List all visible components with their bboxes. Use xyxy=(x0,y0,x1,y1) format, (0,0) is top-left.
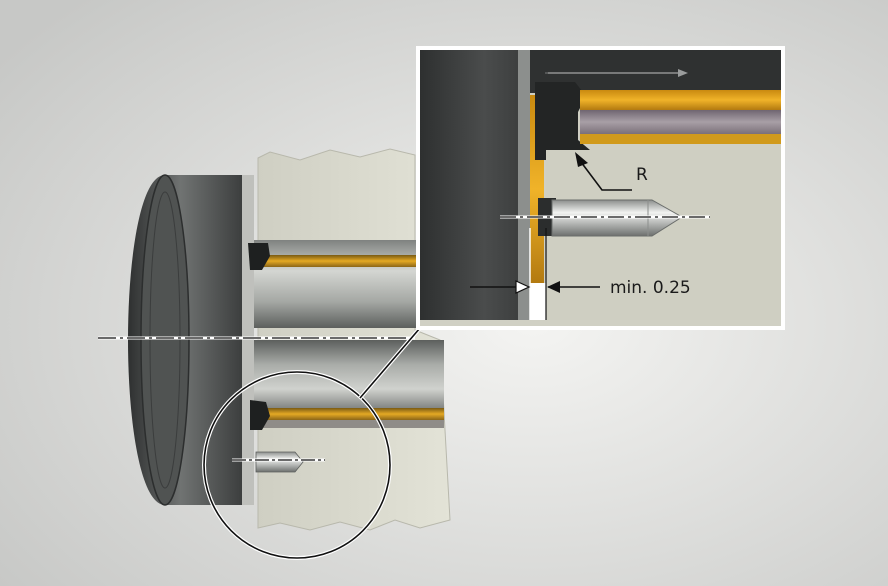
inset-band-mauve xyxy=(580,110,783,134)
inset-border xyxy=(416,46,785,330)
seal-band-lower xyxy=(258,408,444,420)
clearance-label: min. 0.25 xyxy=(610,278,691,298)
seal-lip-upper xyxy=(248,243,270,270)
clearance-arrow-right-head xyxy=(547,281,560,293)
inset-seal-lip xyxy=(535,82,590,160)
inset-band-orange-lower xyxy=(580,134,783,144)
detail-circle xyxy=(203,371,391,559)
shaft-lower xyxy=(254,340,444,410)
seal-band-upper xyxy=(258,255,416,267)
guide-pin xyxy=(255,451,304,473)
seal-lip-lower xyxy=(250,400,270,430)
roller-end-face xyxy=(140,174,190,506)
flange-face xyxy=(242,175,254,505)
roller-end-ring xyxy=(149,191,181,489)
radius-arrowhead xyxy=(575,152,588,167)
inset-top-arrow-head xyxy=(678,69,688,77)
inset-flange xyxy=(518,48,530,320)
shaft-upper xyxy=(254,240,416,328)
detail-leader xyxy=(359,327,421,399)
seal-band-lower-edge xyxy=(258,420,444,428)
clearance-arrow-left-head xyxy=(515,280,531,294)
radius-leader xyxy=(577,157,632,191)
radius-label: R xyxy=(636,165,648,185)
inset-gap xyxy=(530,283,546,320)
inset-roller-block xyxy=(418,48,528,320)
inset-band-orange xyxy=(580,90,783,110)
